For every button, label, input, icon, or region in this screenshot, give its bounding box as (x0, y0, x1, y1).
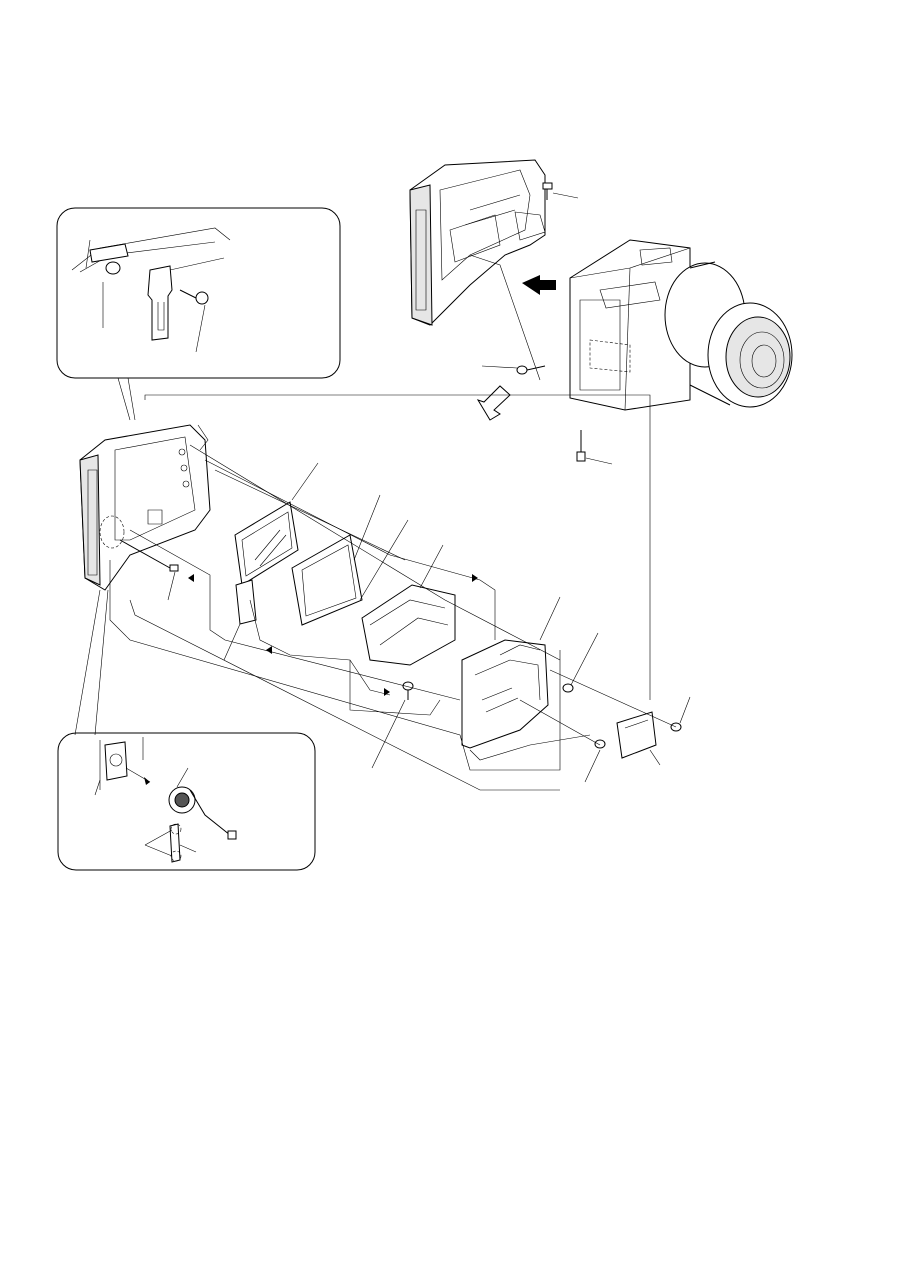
callout-leader-bottom-b (95, 590, 108, 735)
lcd-frame-plate (292, 495, 380, 625)
rear-frame-plate (462, 597, 560, 748)
lcd-flex-cable (224, 580, 256, 660)
rear-cabinet-assembly (410, 160, 545, 380)
callout-leader-top-b (128, 378, 135, 420)
screw-frame-b (585, 740, 605, 782)
callout-leader-top-a (118, 378, 130, 420)
camera-body (570, 240, 690, 410)
screw-left (482, 366, 545, 374)
lcd-bracket (360, 520, 455, 665)
lcd-panel-frame (80, 425, 210, 590)
detail-callout-top (57, 208, 340, 378)
lcd-glass-sheet (235, 463, 318, 585)
callout-leader-bottom-a (75, 590, 100, 735)
lcd-cable (120, 540, 178, 600)
small-board (617, 712, 660, 765)
arrow-attach (522, 275, 556, 295)
screw-frame-a (563, 633, 598, 692)
screw-lcd (372, 682, 413, 768)
assembly-guide-lines (110, 395, 676, 790)
arrow-remove (478, 386, 510, 420)
screw-top (543, 183, 578, 200)
screw-bottom (577, 430, 612, 464)
lens-barrel (665, 262, 792, 407)
detail-callout-bottom (58, 733, 315, 870)
